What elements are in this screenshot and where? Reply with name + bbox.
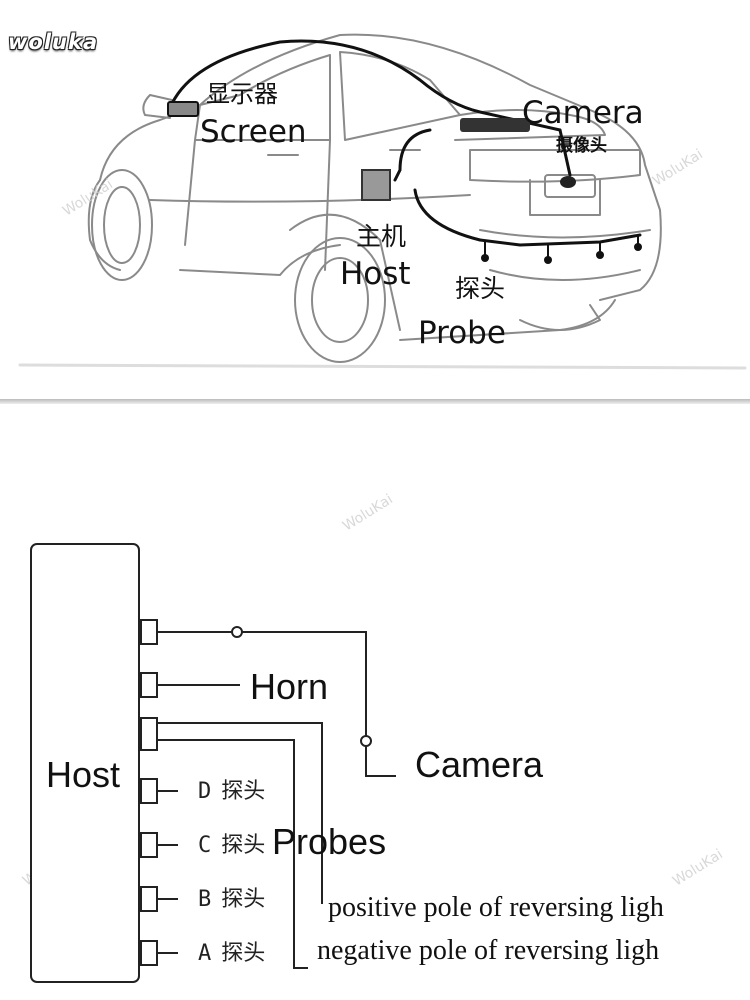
camera-port <box>140 619 158 645</box>
probe-port-b <box>140 886 158 912</box>
screen-label-cn: 显示器 <box>206 80 278 108</box>
negative-pole-label: negative pole of reversing ligh <box>317 935 660 966</box>
probes-label: Probes <box>272 821 387 862</box>
camera-label: Camera <box>415 744 544 785</box>
car-illustration: woluka WoluKai WoluKai 显示器 Screen Camera… <box>0 0 750 400</box>
car-drawing <box>18 33 747 370</box>
host-label-cn: 主机 <box>356 222 407 251</box>
horn-port <box>140 672 158 698</box>
connector-icon <box>360 735 372 747</box>
host-label: Host <box>340 256 411 292</box>
power-port <box>140 717 158 751</box>
host-label: Host <box>46 754 121 795</box>
camera-label-cn: 摄像头 <box>556 136 607 156</box>
probe-label: Probe <box>418 315 506 351</box>
positive-pole-label: positive pole of reversing ligh <box>328 892 664 923</box>
probe-label-cn: 探头 <box>455 274 506 303</box>
horn-label: Horn <box>250 666 329 707</box>
brand-logo: woluka <box>8 30 99 54</box>
screen-label: Screen <box>200 114 307 150</box>
probe-port-d <box>140 778 158 804</box>
connector-icon <box>231 626 243 638</box>
host-box <box>30 543 140 983</box>
probe-port-a <box>140 940 158 966</box>
section-divider <box>0 399 750 404</box>
camera-label: Camera <box>522 95 644 131</box>
host-unit-icon <box>361 169 391 201</box>
probe-port-c <box>140 832 158 858</box>
